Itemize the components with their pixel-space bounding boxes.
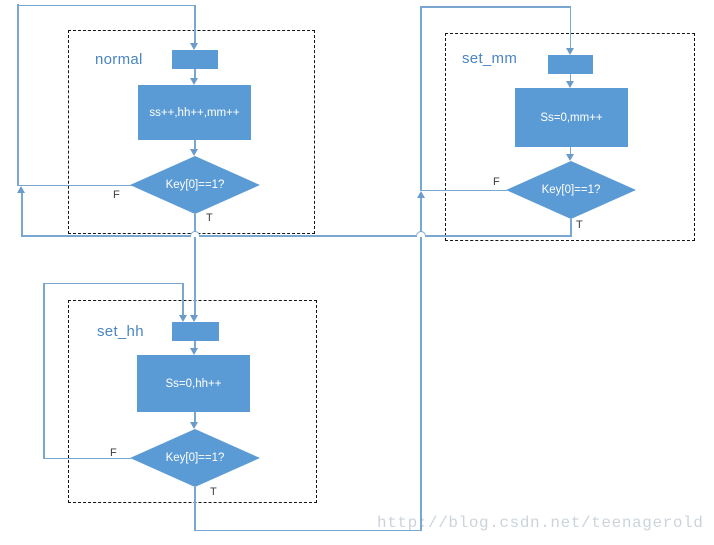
connector-normal-false-up [17,4,19,186]
connector-sethh-start-process [194,341,196,349]
connector-sethh-true-right [194,529,422,531]
setmm-process-block: Ss=0,mm++ [515,88,628,147]
connector-sethh-false-top [43,282,183,284]
connector-normal-start-process [194,69,196,79]
arrowhead-normal-decision [190,149,199,156]
connector-sethh-process-decision [194,412,196,423]
setmm-process-text: Ss=0,mm++ [540,111,603,124]
connector-sethh-false-left [43,457,131,459]
connector-sethh-true-down [194,487,196,531]
normal-false-label: F [113,189,120,201]
arrowhead-setmm-decision [566,154,574,161]
connector-setmm-false-into-start [569,6,572,48]
arrowhead-sethh-process [190,348,199,355]
sethh-true-label: T [210,486,217,498]
connector-setmm-false-left [420,189,507,191]
arrowhead-sethh-decision [190,422,199,429]
line-hop-left [190,231,200,237]
line-hop-right [416,231,426,237]
connector-normal-false-top [17,4,195,6]
connector-normal-false-left [17,184,132,186]
setmm-start-block [548,55,593,74]
connector-setmm-false-up [420,6,422,190]
connector-setmm-true-down [570,219,572,237]
connector-normal-true-down [194,214,196,315]
connector-setmm-true-up [21,192,23,237]
sethh-start-block [172,322,219,341]
connector-setmm-process-decision [569,147,572,155]
sethh-process-text: Ss=0,hh++ [165,377,222,390]
connector-normal-false-into-start [194,4,196,44]
arrowhead-setmm-true-merge [17,186,26,193]
arrowhead-normal-process [190,78,199,85]
normal-process-block: ss++,hh++,mm++ [138,85,251,140]
arrowhead-sethh-true-merge [416,191,425,198]
watermark-text: http://blog.csdn.net/teenagerold [377,514,704,532]
connector-sethh-false-into-start [182,282,184,316]
group-label-normal: normal [95,51,143,68]
setmm-decision-text: Key[0]==1? [541,184,601,196]
arrowhead-sethh-false-into-start [178,315,187,322]
normal-start-block [172,50,218,69]
connector-setmm-start-process [569,74,572,82]
connector-sethh-true-up [420,198,422,530]
connector-normal-process-decision [194,140,196,150]
connector-setmm-true-left-a [21,235,190,237]
normal-true-label: T [206,212,213,224]
connector-setmm-false-top [420,6,571,8]
sethh-false-label: F [110,447,117,459]
sethh-process-block: Ss=0,hh++ [137,355,250,412]
arrowhead-setmm-process [566,81,574,88]
group-label-set-mm: set_mm [462,50,518,67]
arrowhead-normal-true-into-sethh [190,315,199,322]
arrowhead-into-normal-start [190,43,199,50]
group-box-set-hh [68,300,317,503]
connector-setmm-true-left-b [200,235,416,237]
arrowhead-into-setmm-start [566,48,574,55]
group-label-set-hh: set_hh [97,323,144,340]
connector-setmm-true-left-c [426,235,572,237]
setmm-false-label: F [493,176,500,188]
normal-decision-text: Key[0]==1? [165,179,225,191]
connector-sethh-false-up [43,282,45,459]
sethh-decision-text: Key[0]==1? [165,452,225,464]
setmm-true-label: T [576,219,583,231]
normal-process-text: ss++,hh++,mm++ [149,106,240,119]
